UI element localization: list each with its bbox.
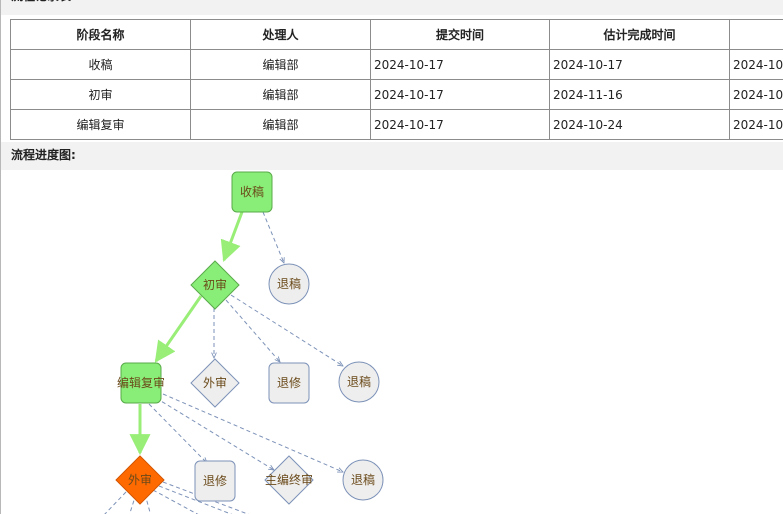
cell-extra: 2024-10-2 [729,109,783,140]
records-section-title: 流程记录表: [1,0,783,15]
flow-node-tuigao-3[interactable]: 退稿 [342,459,384,501]
cell-estimated-completion: 2024-10-24 [549,109,730,140]
node-label: 退稿 [347,374,371,389]
cell-stage: 收稿 [10,49,191,80]
node-label: 初审 [203,277,227,292]
table-row: 初审 编辑部 2024-10-17 2024-11-16 2024-10- [10,79,783,110]
cell-stage: 编辑复审 [10,109,191,140]
cell-extra: 2024-10- [729,49,783,80]
cell-handler: 编辑部 [190,49,371,80]
edge-fushen-zhongshen [155,397,274,470]
table-row: 收稿 编辑部 2024-10-17 2024-10-17 2024-10- [10,49,783,80]
edge-shougao-tuigao [262,211,284,263]
node-label: 收稿 [240,184,264,199]
cell-stage: 初审 [10,79,191,110]
cell-submit-time: 2024-10-17 [370,49,550,80]
flow-diagram: 收稿 退稿 初审 外审 退修 退稿 编辑复审 外审 [1,170,783,514]
flow-node-chushen[interactable]: 初审 [190,260,240,310]
flow-node-zhubian-zhongshen[interactable]: 主编终审 [264,455,314,505]
cell-submit-time: 2024-10-17 [370,79,550,110]
records-table: 阶段名称 处理人 提交时间 估计完成时间 收稿 编辑部 2024-10-17 2… [10,19,783,140]
flow-node-tuixiu-2[interactable]: 退修 [194,460,236,502]
edge-waishen-down-4 [152,489,199,514]
flow-node-tuixiu-1[interactable]: 退修 [268,362,310,404]
edge-fushen-tuixiu [148,403,207,463]
flow-diagram-svg: 收稿 退稿 初审 外审 退修 退稿 编辑复审 外审 [104,171,384,514]
table-header-row: 阶段名称 处理人 提交时间 估计完成时间 [10,19,783,50]
active-edges [129,211,244,456]
progress-section-title: 流程进度图: [1,142,783,170]
edge-shougao-chushen [220,211,244,262]
cell-estimated-completion: 2024-11-16 [549,79,730,110]
node-label: 主编终审 [265,472,313,487]
node-label: 外审 [203,375,227,390]
node-label: 退修 [203,473,227,488]
cell-estimated-completion: 2024-10-17 [549,49,730,80]
column-header-extra [729,19,783,50]
cell-handler: 编辑部 [190,79,371,110]
node-label: 编辑复审 [117,375,165,390]
node-label: 退稿 [277,276,301,291]
records-table-container: 阶段名称 处理人 提交时间 估计完成时间 收稿 编辑部 2024-10-17 2… [10,19,783,141]
edge-chushen-tuigao [230,294,343,366]
left-frame-border [0,0,1,514]
flow-node-tuigao-1[interactable]: 退稿 [268,263,310,305]
cell-handler: 编辑部 [190,109,371,140]
edge-chushen-tuixiu [225,299,280,362]
edge-chushen-bianji-fushen [154,295,203,363]
node-label: 退稿 [351,472,375,487]
flow-node-bianji-fushen[interactable]: 编辑复审 [117,362,165,404]
table-row: 编辑复审 编辑部 2024-10-17 2024-10-24 2024-10-2 [10,109,783,140]
column-header-submit-time: 提交时间 [370,19,550,50]
edge-waishen-down-6 [162,481,250,514]
flow-node-shougao[interactable]: 收稿 [231,171,273,213]
cell-extra: 2024-10- [729,79,783,110]
node-label: 退修 [277,375,301,390]
node-label: 外审 [128,472,152,487]
flow-node-tuigao-2[interactable]: 退稿 [338,361,380,403]
edge-fushen-tuigao [162,393,343,472]
cell-submit-time: 2024-10-17 [370,109,550,140]
flow-node-waishen-1[interactable]: 外审 [190,358,240,408]
edge-waishen-down-1 [104,491,127,514]
column-header-estimated-completion: 估计完成时间 [549,19,730,50]
column-header-stage: 阶段名称 [10,19,191,50]
column-header-handler: 处理人 [190,19,371,50]
flow-node-waishen-2[interactable]: 外审 [115,455,165,505]
